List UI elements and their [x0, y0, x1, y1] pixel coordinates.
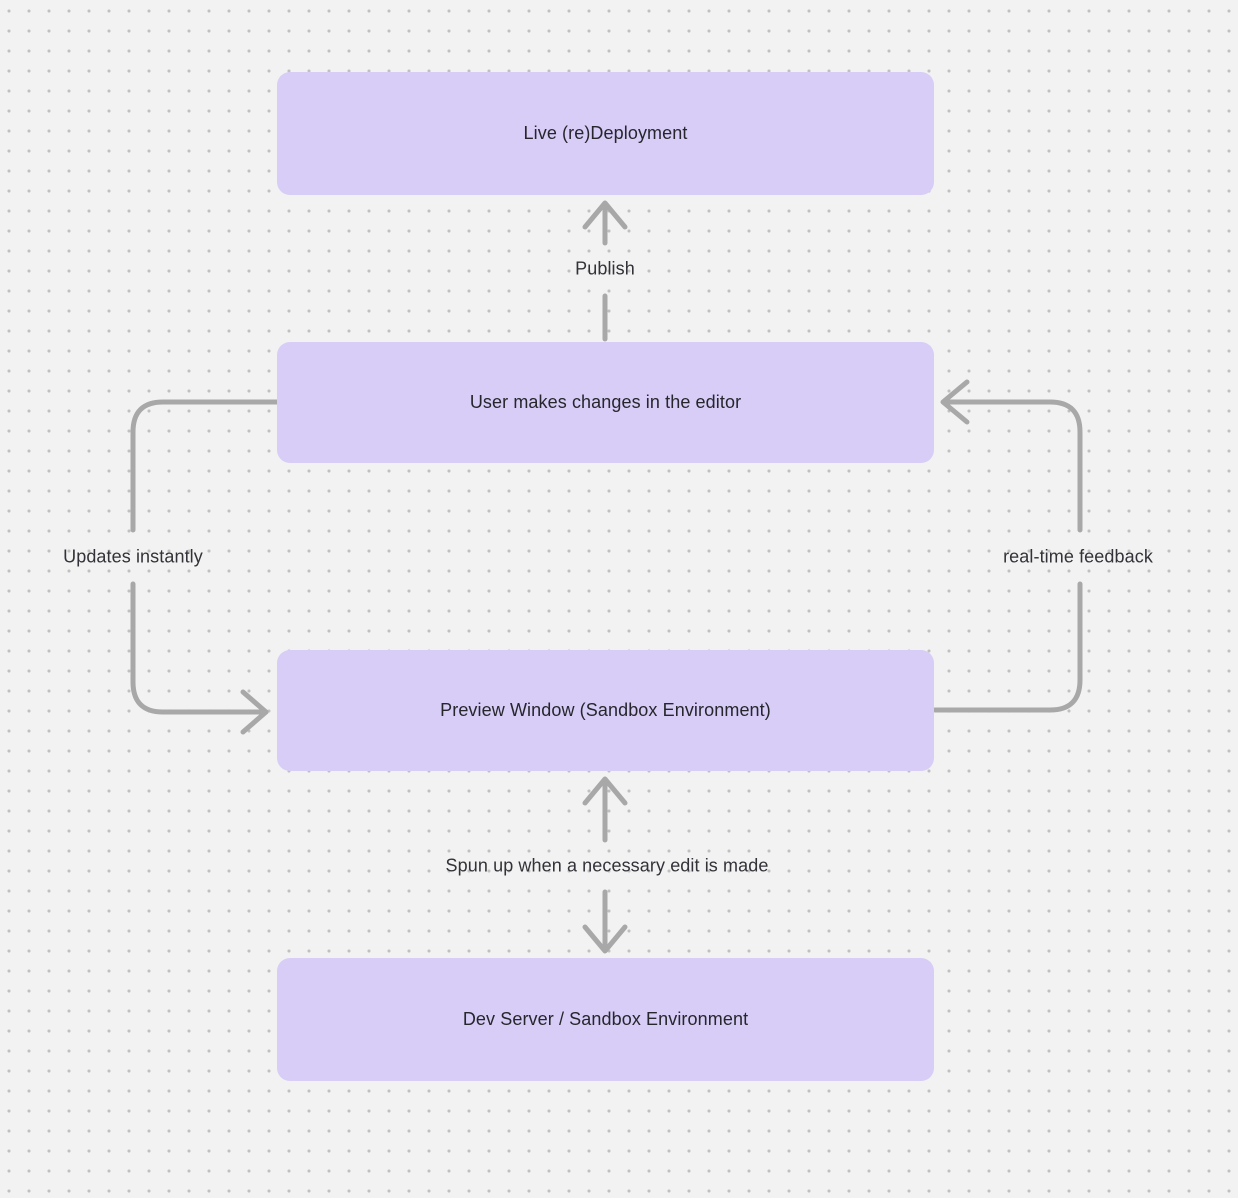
- node-label: User makes changes in the editor: [469, 391, 742, 412]
- arrow-stem: [130, 581, 269, 715]
- arrowhead-right-icon: [240, 689, 269, 735]
- edge-label-updates-instantly[interactable]: Updates instantly: [63, 546, 203, 567]
- arrow-stem: [932, 581, 1083, 713]
- edge-label-sandbox-sync[interactable]: Spun up when a necessary edit is made: [445, 855, 769, 876]
- arrow-stem: [130, 399, 280, 533]
- arrowhead-down-icon: [582, 924, 628, 954]
- arrowhead-left-icon: [940, 379, 970, 425]
- node-label: Live (re)Deployment: [523, 122, 688, 143]
- node-preview-window[interactable]: Preview Window (Sandbox Environment): [277, 650, 934, 771]
- node-user-edits[interactable]: User makes changes in the editor: [277, 342, 934, 463]
- updates-instantly-arrow[interactable]: [130, 399, 280, 735]
- edge-label-publish[interactable]: Publish: [575, 258, 635, 279]
- node-label: Preview Window (Sandbox Environment): [440, 699, 771, 720]
- edge-label-real-time-feedback[interactable]: real-time feedback: [1003, 546, 1153, 567]
- node-live-redeployment[interactable]: Live (re)Deployment: [277, 72, 934, 195]
- publish-arrow[interactable]: [582, 200, 628, 342]
- arrow-stem: [941, 399, 1083, 533]
- node-label: Dev Server / Sandbox Environment: [462, 1008, 749, 1029]
- real-time-feedback-arrow[interactable]: [932, 379, 1083, 713]
- sandbox-sync-arrow[interactable]: [582, 776, 628, 954]
- node-dev-server[interactable]: Dev Server / Sandbox Environment: [277, 958, 934, 1081]
